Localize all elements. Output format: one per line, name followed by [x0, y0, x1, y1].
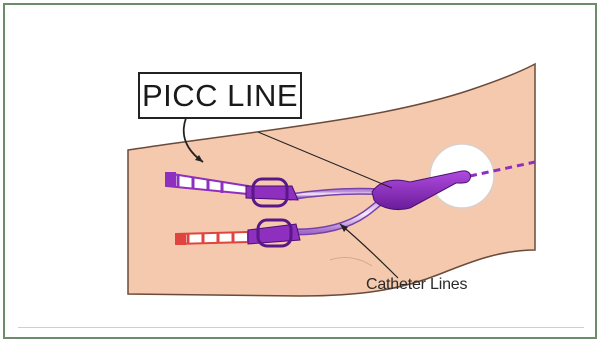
picc-line-label: PICC LINE — [138, 72, 302, 119]
catheter-lines-label: Catheter Lines — [366, 276, 467, 294]
